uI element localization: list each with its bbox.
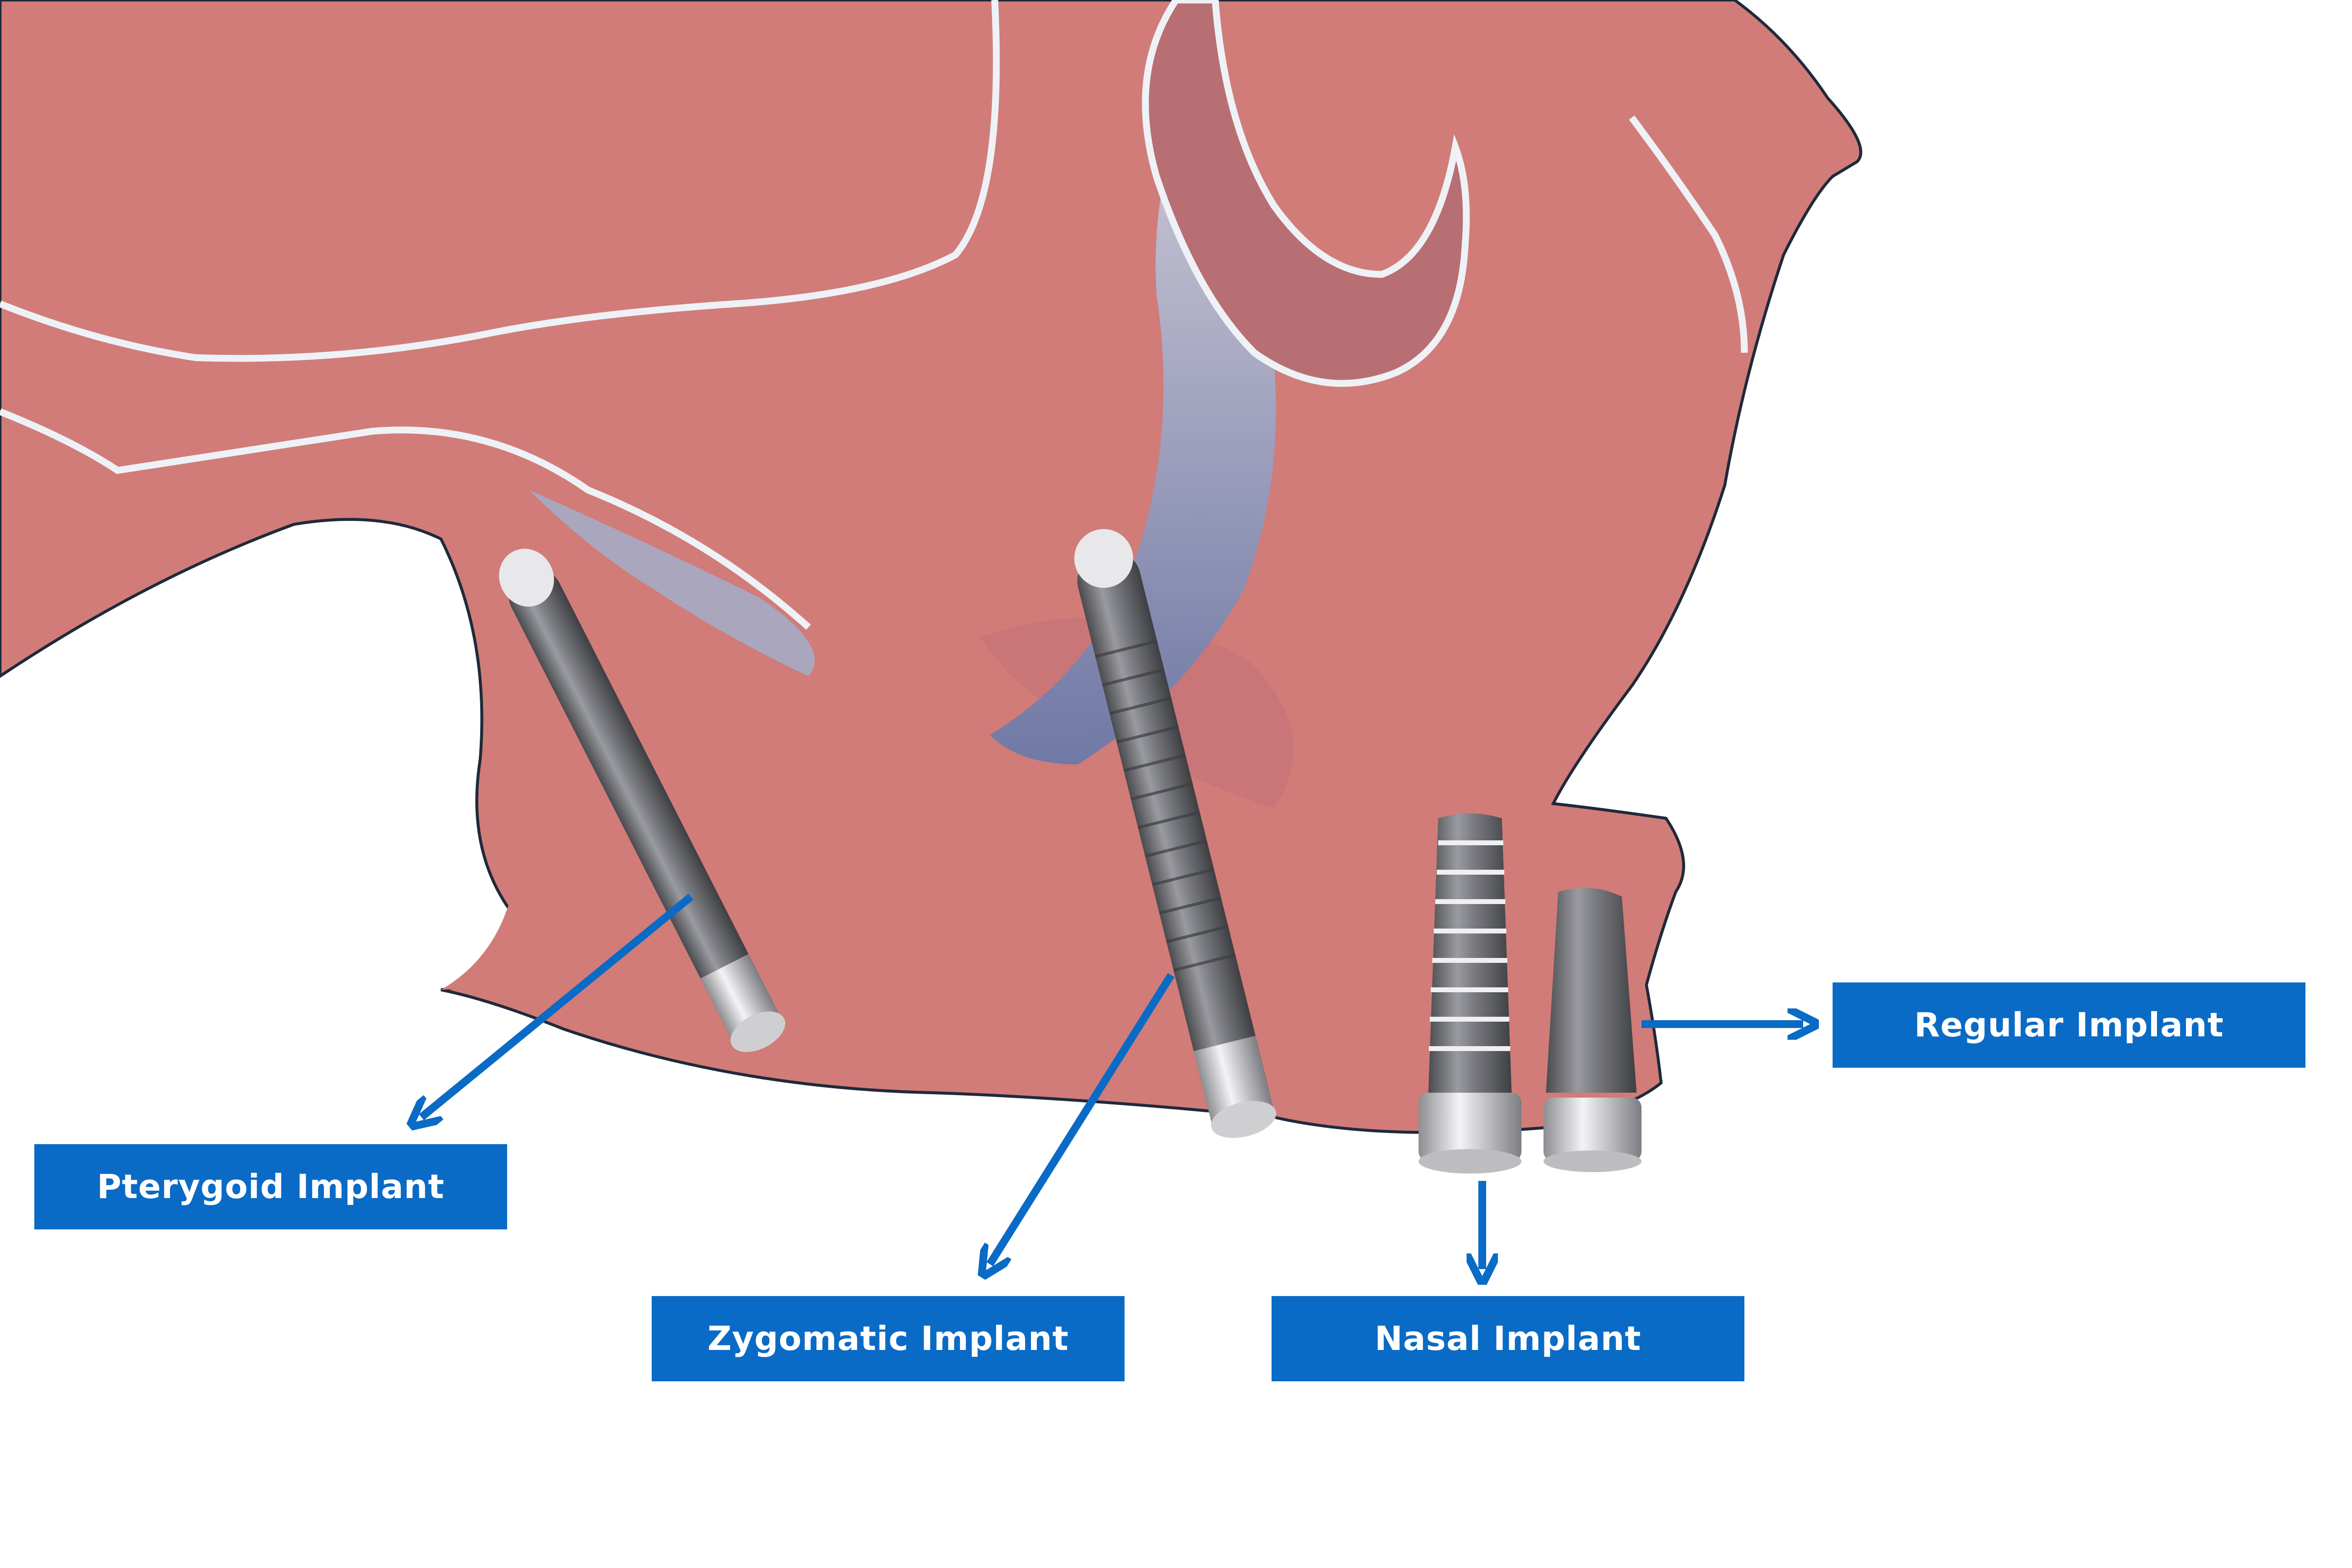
- zygomatic-arrow: [990, 973, 1175, 1264]
- suture-line-lower: [0, 408, 811, 630]
- suture-line-upper: [0, 0, 1000, 362]
- palate-shading: [529, 490, 815, 676]
- pterygoid-implant: [499, 548, 785, 1052]
- nasal-implant: [1419, 813, 1521, 1174]
- nasal-implant-label: Nasal Implant: [1272, 1296, 1744, 1381]
- pterygoid-arrow: [421, 893, 694, 1117]
- regular-implant-label: Regular Implant: [1833, 982, 2305, 1068]
- zygomatic-implant-label: Zygomatic Implant: [652, 1296, 1125, 1381]
- zygomatic-implant: [1074, 529, 1276, 1138]
- pterygoid-implant-label: Pterygoid Implant: [34, 1144, 507, 1229]
- regular-implant: [1544, 888, 1642, 1172]
- pterygoid-plate: [441, 858, 641, 990]
- orbit-cavity: [1142, 0, 1470, 387]
- nasal-edge-line: [1629, 115, 1748, 353]
